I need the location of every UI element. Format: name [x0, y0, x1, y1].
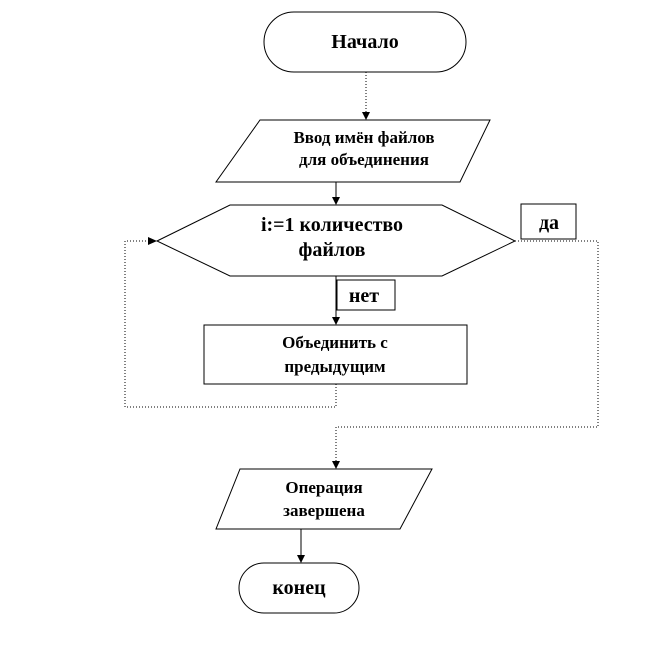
loop-hexagon-shape — [155, 204, 517, 277]
loop-label-line2: файлов — [299, 239, 366, 261]
process-node: Объединить с предыдущим — [203, 324, 468, 385]
input-parallelogram-shape — [215, 119, 491, 183]
connector-loop-back — [124, 240, 337, 408]
output-node: Операция завершена — [215, 468, 433, 530]
output-label-line1: Операция — [285, 478, 362, 497]
end-terminator-shape — [238, 562, 360, 614]
yes-label-box — [520, 203, 577, 240]
arrowhead-loop-back — [148, 237, 157, 245]
input-node: Ввод имён файлов для объединения — [215, 119, 491, 183]
yes-branch-label: да — [520, 203, 577, 240]
no-label-box — [336, 279, 396, 311]
connectors — [124, 72, 599, 563]
process-rectangle-shape — [203, 324, 468, 385]
input-label-line2: для объединения — [299, 150, 429, 169]
arrowhead-output — [332, 461, 340, 469]
start-label: Начало — [331, 31, 398, 53]
end-label: конец — [272, 577, 326, 599]
output-parallelogram-shape — [215, 468, 433, 530]
output-label-line2: завершена — [283, 501, 365, 520]
arrowhead-process — [332, 317, 340, 325]
input-label-line1: Ввод имён файлов — [293, 128, 434, 147]
arrowhead-loop — [332, 197, 340, 205]
arrowhead-input — [362, 112, 370, 120]
no-branch-label: нет — [336, 279, 396, 311]
yes-label-text: да — [539, 212, 559, 234]
no-label-text: нет — [349, 285, 379, 307]
arrowhead-end — [297, 555, 305, 563]
loop-node: i:=1 количество файлов — [155, 204, 517, 277]
end-node: конец — [238, 562, 360, 614]
loop-label-line1: i:=1 количество — [261, 214, 403, 236]
start-node: Начало — [263, 11, 467, 73]
process-label-line1: Объединить с — [282, 333, 388, 352]
start-terminator-shape — [263, 11, 467, 73]
process-label-line2: предыдущим — [284, 357, 386, 376]
